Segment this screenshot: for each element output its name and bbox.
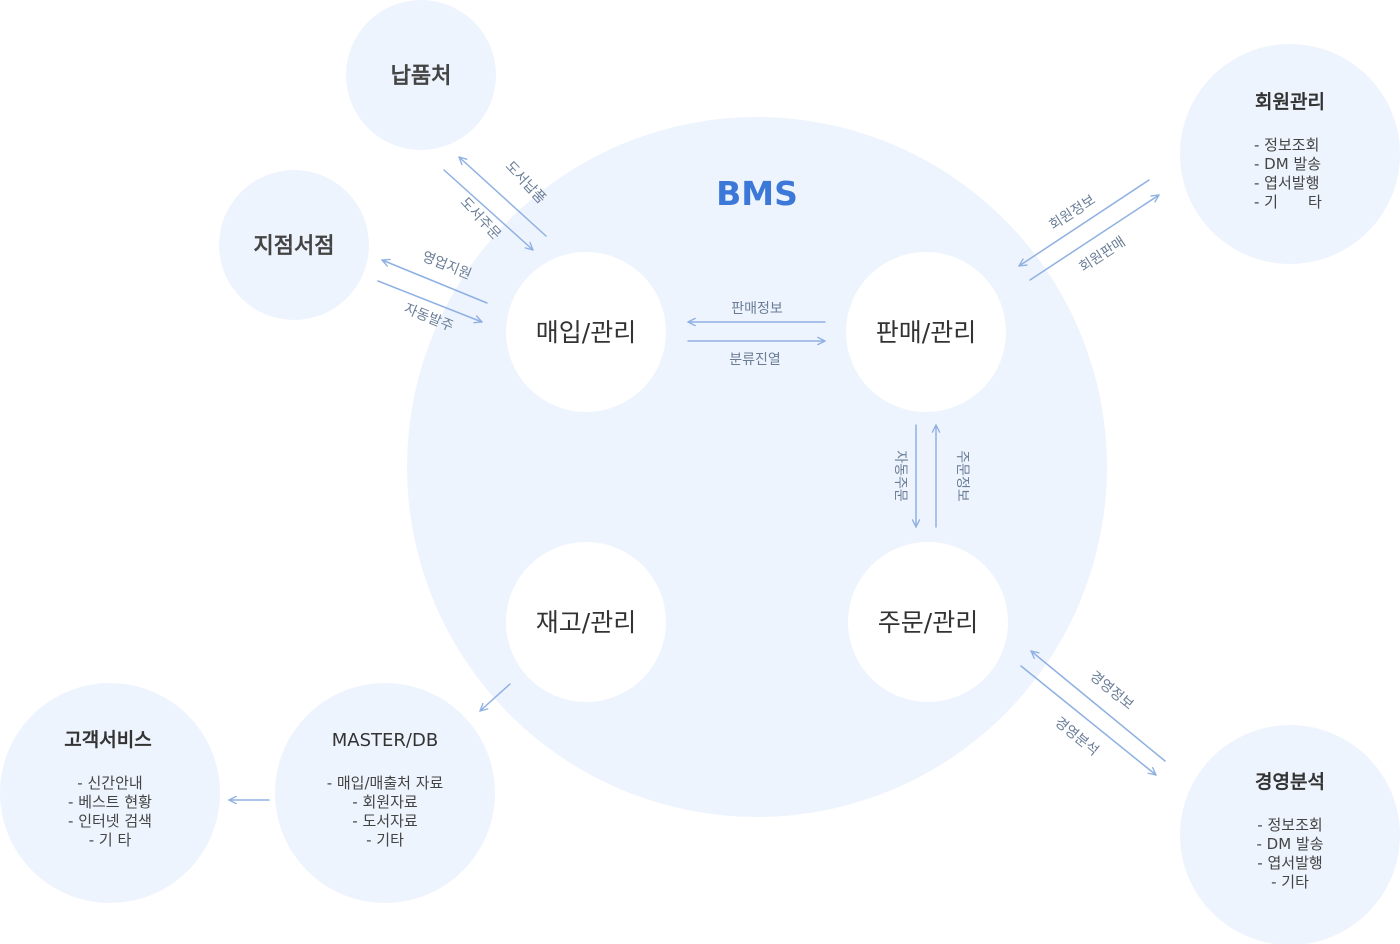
category-display-label: 분류진열 <box>729 352 781 368</box>
book-order-arrow <box>443 169 534 251</box>
customer-service-item: - 인터넷 검색 <box>68 812 152 830</box>
purchase-module-title: 매입/관리 <box>536 318 636 347</box>
master-db-item: - 회원자료 <box>352 793 418 811</box>
management-analysis-label: 경영분석 <box>1051 714 1101 759</box>
management-analysis-list: - 정보조회 - DM 발송 - 엽서발행 - 기타 <box>1256 816 1323 891</box>
sales-info-label: 판매정보 <box>731 301 783 317</box>
master-db-item: - 기타 <box>366 831 404 849</box>
management-info-label: 경영정보 <box>1086 668 1136 713</box>
customer-service-item: - 베스트 현황 <box>68 793 152 811</box>
management-analysis-title: 경영분석 <box>1255 771 1325 793</box>
supplier-circle <box>346 0 496 150</box>
management-analysis-circle <box>1180 725 1400 944</box>
customer-service-list: - 신간안내 - 베스트 현황 - 인터넷 검색 - 기 타 <box>68 774 152 849</box>
customer-service-circle <box>0 683 220 903</box>
member-management-list: - 정보조회 - DM 발송 - 엽서발행 - 기 타 <box>1254 136 1322 211</box>
member-management-item: - 기 타 <box>1254 193 1322 211</box>
management-analysis-item: - 기타 <box>1271 873 1309 891</box>
member-management-circle <box>1180 44 1400 264</box>
sales-support-label: 영업지원 <box>420 249 474 283</box>
order-module-circle <box>848 542 1008 702</box>
supplier-title: 납품처 <box>391 64 452 89</box>
member-info-label: 회원정보 <box>1047 192 1099 234</box>
master-db-item: - 매입/매출처 자료 <box>327 774 444 792</box>
inventory-module-title: 재고/관리 <box>536 608 636 637</box>
auto-purchase-arrow <box>377 280 483 324</box>
inventory-to-master-arrow <box>479 683 511 712</box>
sales-module-title: 판매/관리 <box>876 318 976 347</box>
member-info-arrow <box>1018 179 1150 267</box>
member-management-item: - 엽서발행 <box>1254 174 1319 192</box>
master-db-list: - 매입/매출처 자료 - 회원자료 - 도서자료 - 기타 <box>327 774 444 849</box>
book-delivery-label: 도서납품 <box>502 158 549 207</box>
bms-title: BMS <box>716 174 798 213</box>
member-management-item: - 정보조회 <box>1254 136 1319 154</box>
management-analysis-item: - 엽서발행 <box>1257 854 1322 872</box>
order-module-title: 주문/관리 <box>878 608 978 637</box>
customer-service-item: - 기 타 <box>89 831 132 849</box>
member-sales-arrow <box>1029 194 1160 281</box>
customer-service-title: 고객서비스 <box>64 729 151 751</box>
management-analysis-arrow <box>1020 665 1157 776</box>
management-analysis-item: - DM 발송 <box>1256 835 1323 853</box>
member-management-title: 회원관리 <box>1255 91 1325 113</box>
management-analysis-item: - 정보조회 <box>1257 816 1322 834</box>
branch-circle <box>219 170 369 320</box>
sales-support-arrow <box>381 258 488 304</box>
master-db-item: - 도서자료 <box>352 812 418 830</box>
branch-title: 지점서점 <box>254 234 335 259</box>
customer-service-item: - 신간안내 <box>77 774 142 792</box>
auto-order-label: 자동주문 <box>892 450 908 502</box>
inventory-module-circle <box>506 542 666 702</box>
book-delivery-arrow <box>458 156 547 237</box>
sales-module-circle <box>846 252 1006 412</box>
order-info-label: 주문정보 <box>954 450 970 502</box>
purchase-module-circle <box>506 252 666 412</box>
master-db-title: MASTER/DB <box>332 730 438 751</box>
member-management-item: - DM 발송 <box>1254 155 1321 173</box>
member-sales-label: 회원판매 <box>1077 234 1129 275</box>
management-info-arrow <box>1030 650 1166 762</box>
master-db-circle <box>275 683 495 903</box>
bms-outer-circle <box>407 117 1107 817</box>
